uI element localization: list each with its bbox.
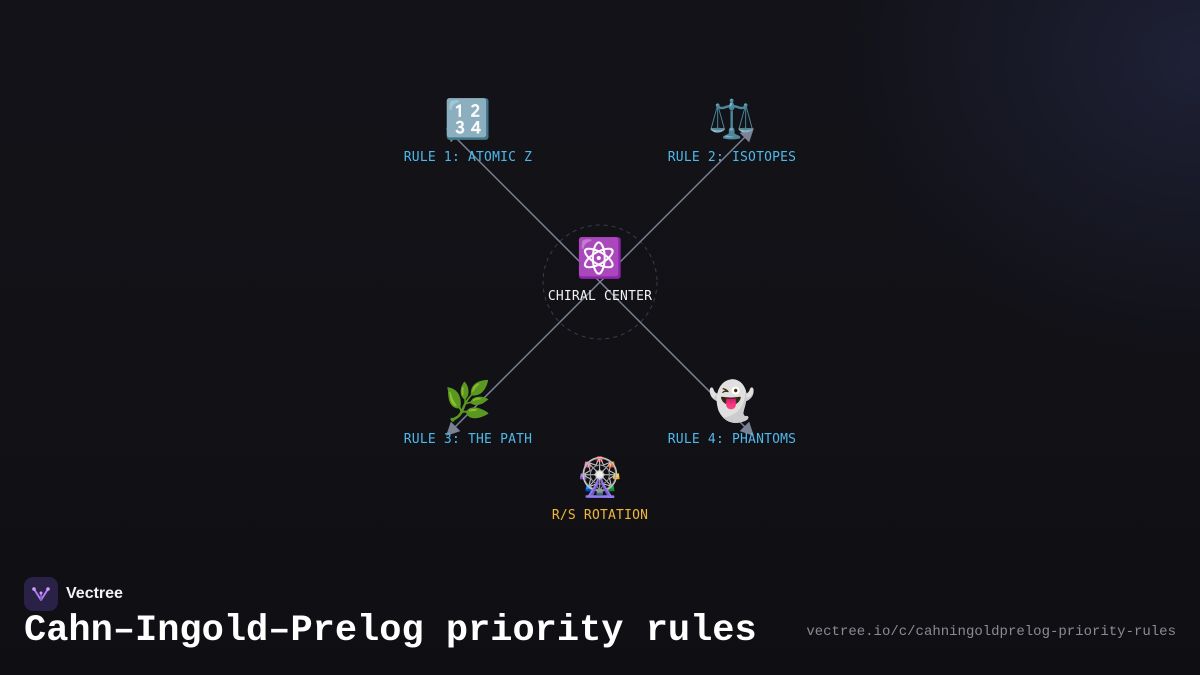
brand[interactable]: Vectree xyxy=(24,577,123,611)
rule-1-label: RULE 1: ATOMIC Z xyxy=(403,150,533,165)
ghost-icon: 👻 xyxy=(708,379,756,423)
rs-rotation-node: 🎡 R/S ROTATION xyxy=(490,454,710,523)
herb-icon: 🌿 xyxy=(444,379,492,423)
source-url[interactable]: vectree.io/c/cahningoldprelog-priority-r… xyxy=(806,624,1176,640)
cip-diagram: 🔢 RULE 1: ATOMIC Z ⚖️ RULE 2: ISOTOPES ⚛… xyxy=(358,96,842,523)
brand-name: Vectree xyxy=(66,585,123,602)
rule-1-node: 🔢 RULE 1: ATOMIC Z xyxy=(358,96,578,165)
vectree-logo-icon xyxy=(24,577,58,611)
connector-rule-1 xyxy=(446,128,601,283)
rule-4-label: RULE 4: PHANTOMS xyxy=(667,432,797,447)
page-title: Cahn–Ingold–Prelog priority rules xyxy=(24,610,757,652)
atom-icon: ⚛️ xyxy=(576,236,624,280)
ferris-wheel-icon: 🎡 xyxy=(576,455,624,499)
rule-4-node: 👻 RULE 4: PHANTOMS xyxy=(622,378,842,447)
connector-rule-4 xyxy=(599,281,754,436)
connector-lines xyxy=(446,128,754,436)
connector-rule-3 xyxy=(446,281,601,436)
connector-rule-2 xyxy=(599,128,754,283)
balance-scale-icon: ⚖️ xyxy=(708,97,756,141)
chiral-center-label: CHIRAL CENTER xyxy=(547,289,653,304)
rule-3-node: 🌿 RULE 3: THE PATH xyxy=(358,378,578,447)
rule-3-label: RULE 3: THE PATH xyxy=(403,432,533,447)
center-ring xyxy=(542,224,658,340)
numbers-icon: 🔢 xyxy=(444,97,492,141)
chiral-center-node: ⚛️ CHIRAL CENTER xyxy=(490,235,710,304)
rule-2-label: RULE 2: ISOTOPES xyxy=(667,150,797,165)
rule-2-node: ⚖️ RULE 2: ISOTOPES xyxy=(622,96,842,165)
rs-rotation-label: R/S ROTATION xyxy=(551,508,649,523)
